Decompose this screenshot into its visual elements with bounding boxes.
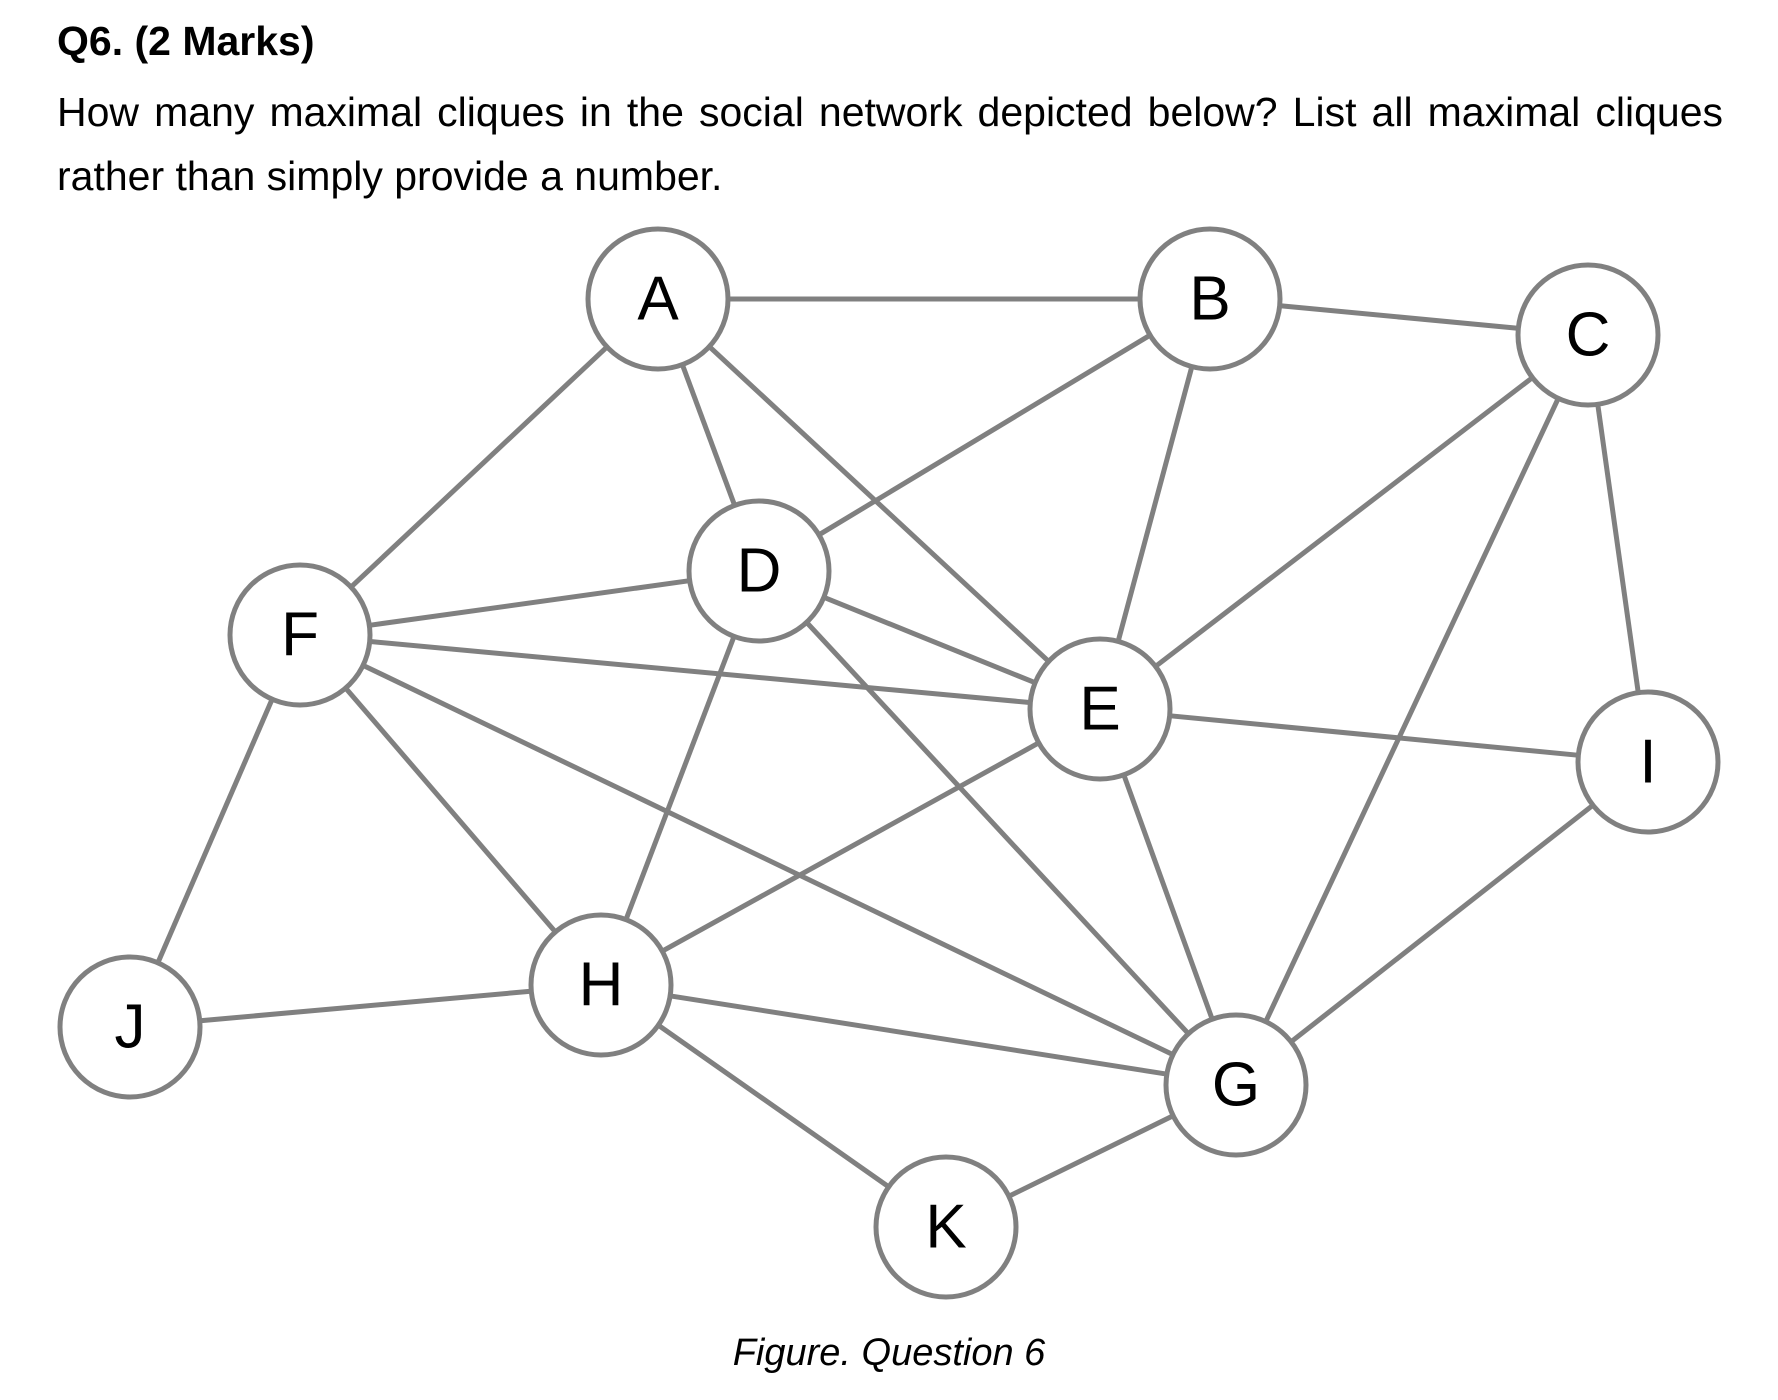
node-circle (1163, 1012, 1309, 1158)
node-f: F (227, 562, 373, 708)
node-label: A (637, 265, 679, 334)
node-i: I (1575, 689, 1721, 835)
node-label: B (1189, 265, 1230, 334)
node-e: E (1027, 636, 1173, 782)
edge-e-i (1171, 713, 1577, 758)
node-circle (57, 954, 203, 1100)
edge-e-g (1122, 775, 1214, 1019)
node-circle (528, 912, 674, 1058)
edge-a-d (680, 365, 737, 505)
node-circle (686, 498, 832, 644)
node-j: J (57, 954, 203, 1100)
edge-f-e (371, 639, 1029, 705)
graph-nodes: A B C D E F G H I J K (57, 226, 1721, 1300)
edge-d-h (624, 637, 736, 919)
edge-d-e (824, 595, 1035, 685)
edge-j-h (201, 988, 530, 1024)
edge-e-h (662, 741, 1039, 953)
question-title: Q6. (2 Marks) (57, 18, 315, 64)
node-g: G (1163, 1012, 1309, 1158)
edge-b-c (1281, 303, 1517, 331)
node-circle (1027, 636, 1173, 782)
node-a: A (585, 226, 731, 372)
node-circle (1515, 262, 1661, 408)
node-circle (873, 1154, 1019, 1300)
edge-c-e (1155, 376, 1533, 668)
node-b: B (1137, 226, 1283, 372)
node-circle (585, 226, 731, 372)
question-text: How many maximal cliques in the social n… (57, 89, 1723, 199)
node-k: K (873, 1154, 1019, 1300)
edge-c-g (1264, 399, 1560, 1021)
edge-k-g (1009, 1114, 1173, 1198)
node-c: C (1515, 262, 1661, 408)
edge-b-e (1116, 367, 1194, 641)
node-label: E (1079, 675, 1120, 744)
edge-f-d (370, 578, 689, 628)
node-label: I (1639, 728, 1656, 797)
node-circle (1137, 226, 1283, 372)
node-label: K (925, 1193, 966, 1262)
node-h: H (528, 912, 674, 1058)
edge-i-g (1291, 804, 1593, 1043)
edge-f-g (363, 663, 1173, 1057)
node-label: D (737, 537, 782, 606)
node-label: C (1566, 301, 1611, 370)
node-label: G (1212, 1051, 1260, 1120)
edge-h-g (671, 993, 1166, 1077)
edge-h-k (658, 1024, 889, 1188)
edge-a-e (709, 346, 1049, 662)
edge-b-d (819, 334, 1150, 536)
node-circle (1575, 689, 1721, 835)
edge-a-f (350, 346, 608, 588)
edge-d-g (806, 622, 1189, 1034)
edge-c-i (1595, 405, 1641, 692)
node-circle (227, 562, 373, 708)
node-d: D (686, 498, 832, 644)
node-label: F (281, 601, 319, 670)
figure-caption: Figure. Question 6 (732, 1332, 1046, 1374)
node-label: J (115, 993, 146, 1062)
node-label: H (579, 951, 624, 1020)
edge-f-j (156, 700, 274, 962)
graph-edges (156, 296, 1641, 1198)
edge-f-h (345, 687, 556, 933)
network-graph: A B C D E F G H I J K (57, 226, 1721, 1300)
